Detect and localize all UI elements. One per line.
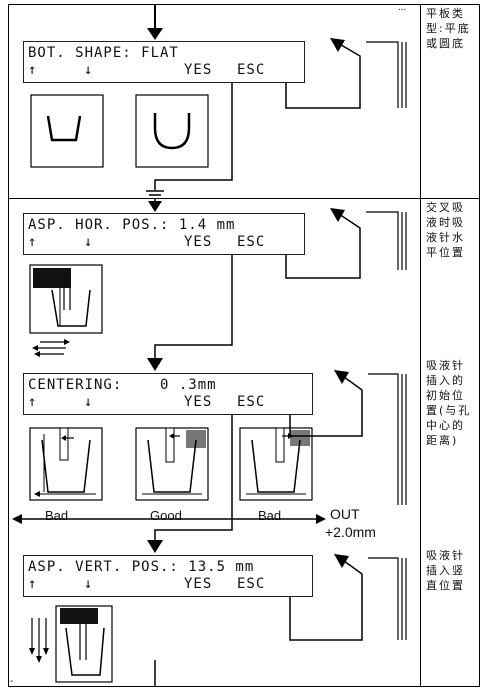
note-centering: 吸液针插入的初始位置(与孔中心的距离) bbox=[426, 359, 472, 447]
lcd-line1: BOT. SHAPE: FLAT bbox=[28, 45, 179, 61]
down-arrow-key[interactable]: ↓ bbox=[84, 234, 94, 250]
esc-return-loop-2 bbox=[285, 208, 407, 279]
down-arrow-key[interactable]: ↓ bbox=[84, 576, 94, 592]
down-arrow-key[interactable]: ↓ bbox=[84, 62, 94, 78]
yes-key[interactable]: YES bbox=[184, 234, 213, 250]
yes-key[interactable]: YES bbox=[184, 62, 213, 78]
aspiration-horizontal-icon bbox=[29, 264, 103, 334]
esc-key[interactable]: ESC bbox=[237, 62, 266, 78]
esc-key[interactable]: ESC bbox=[237, 394, 266, 410]
flow-arrow-2 bbox=[147, 255, 233, 371]
centering-bad-left-icon bbox=[29, 427, 103, 501]
esc-return-loop-3 bbox=[289, 370, 407, 505]
lcd-line1: ASP. VERT. POS.: 13.5 mm bbox=[28, 559, 255, 575]
note-vertical-position: 吸液针插入竖直位置 bbox=[426, 549, 465, 592]
esc-return-loop-4 bbox=[289, 554, 407, 641]
up-arrow-key[interactable]: ↑ bbox=[28, 234, 38, 250]
horizontal-move-arrows-icon bbox=[32, 339, 70, 357]
lcd-bottom-shape: BOT. SHAPE: FLAT ↑ ↓ YES ESC bbox=[23, 41, 305, 83]
esc-return-loop-1 bbox=[285, 38, 407, 109]
esc-key[interactable]: ESC bbox=[237, 576, 266, 592]
flow-arrow-3 bbox=[147, 415, 233, 553]
out-value: +2.0mm bbox=[325, 524, 376, 540]
top-marker: ... bbox=[398, 2, 407, 13]
lcd-line1: CENTERING: 0 .3mm bbox=[28, 377, 217, 393]
up-arrow-key[interactable]: ↑ bbox=[28, 576, 38, 592]
round-bottom-well-icon bbox=[135, 94, 209, 168]
lcd-aspiration-horizontal: ASP. HOR. POS.: 1.4 mm ↑ ↓ YES ESC bbox=[23, 213, 305, 255]
flow-arrow-1 bbox=[146, 83, 233, 212]
lcd-line1: ASP. HOR. POS.: 1.4 mm bbox=[28, 217, 236, 233]
column-divider bbox=[420, 4, 421, 687]
lcd-aspiration-vertical: ASP. VERT. POS.: 13.5 mm ↑ ↓ YES ESC bbox=[23, 555, 313, 597]
diagram-frame bbox=[8, 4, 480, 687]
note-horizontal-position: 交叉吸液时吸液针水平位置 bbox=[426, 201, 465, 259]
vertical-move-arrows-icon bbox=[29, 618, 49, 663]
note-plate-type: 平板类型:平底或圆底 bbox=[426, 7, 471, 50]
lcd-centering: CENTERING: 0 .3mm ↑ ↓ YES ESC bbox=[23, 373, 313, 415]
section-divider-1 bbox=[8, 198, 480, 199]
yes-key[interactable]: YES bbox=[184, 394, 213, 410]
centering-good-icon bbox=[135, 427, 209, 501]
centering-bad-right-icon bbox=[239, 427, 313, 501]
up-arrow-key[interactable]: ↑ bbox=[28, 394, 38, 410]
down-arrow-key[interactable]: ↓ bbox=[84, 394, 94, 410]
yes-key[interactable]: YES bbox=[184, 576, 213, 592]
centering-range-arrow bbox=[12, 514, 326, 524]
out-label: OUT bbox=[330, 506, 360, 522]
flat-bottom-well-icon bbox=[30, 94, 104, 168]
esc-key[interactable]: ESC bbox=[237, 234, 266, 250]
footnote-marker: - bbox=[10, 676, 14, 687]
up-arrow-key[interactable]: ↑ bbox=[28, 62, 38, 78]
flow-arrow-top bbox=[147, 4, 163, 40]
aspiration-vertical-icon bbox=[55, 605, 113, 683]
